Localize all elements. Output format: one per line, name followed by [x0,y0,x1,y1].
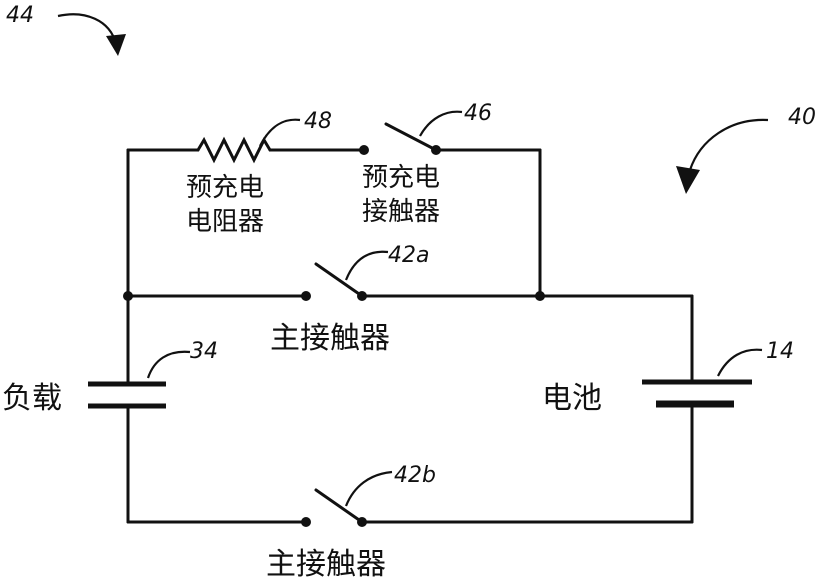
leader-14 [717,348,763,377]
battery-label: 电池 [542,381,602,416]
precharge-resistor [196,136,272,164]
ref-48: 48 [304,109,332,134]
main-contactor-bottom-blade [314,488,364,524]
precharge-resistor-label-line2: 电阻器 [186,207,264,237]
arrow-40 [676,118,769,194]
leader-42b [344,470,393,507]
ref-42a: 42a [388,243,429,268]
ref-14: 14 [766,339,794,364]
ref-44: 44 [6,3,34,28]
main-contactor-bottom-label: 主接触器 [266,547,386,582]
ref-42b: 42b [394,463,436,488]
leader-34 [146,350,191,379]
leader-48 [259,118,301,147]
main-contactor-bottom-terminal-left [301,517,311,527]
precharge-resistor-label-line1: 预充电 [186,173,264,203]
load-label: 负载 [2,381,62,416]
leader-42a [344,250,389,281]
leader-46 [419,110,463,137]
main-contactor-top-blade [314,262,364,298]
main-contactor-top-label: 主接触器 [270,321,390,356]
ref-40: 40 [788,105,816,130]
ref-46: 46 [464,101,492,126]
precharge-contactor-blade [384,122,438,152]
junction-right [535,291,545,301]
main-contactor-top-terminal-left [301,291,311,301]
ref-34: 34 [190,339,218,364]
precharge-contactor-label-line2: 接触器 [362,197,440,227]
arrow-44 [57,13,126,56]
precharge-contactor-label-line1: 预充电 [362,163,440,193]
precharge-contactor-terminal-left [359,145,369,155]
